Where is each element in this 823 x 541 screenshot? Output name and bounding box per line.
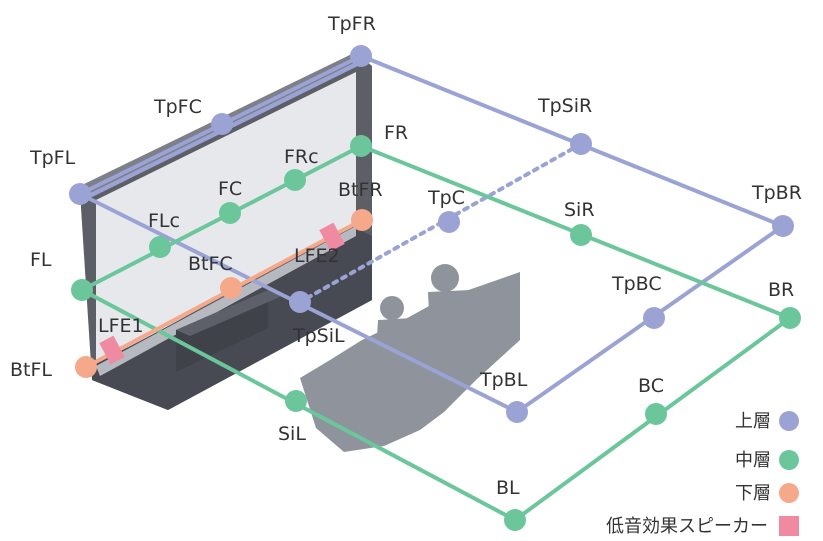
legend-upper-label: 上層 [735,411,771,432]
label-fr: FR [384,122,408,144]
legend-middle-dot [779,450,799,470]
label-btfl: BtFL [10,359,52,381]
speaker-flc [149,236,171,258]
speaker-br [779,307,801,329]
speaker-tpsil [289,291,311,313]
audience-silhouette [300,264,520,452]
label-tpbc: TpBC [611,273,662,295]
audience-head-1 [431,264,459,292]
speaker-bc [645,403,667,425]
speaker-btfc [220,277,242,299]
audience-body-2 [376,318,414,352]
speaker-tpfc [211,113,233,135]
legend: 上層 中層 下層 低音効果スピーカー [606,411,799,537]
label-flc: FLc [148,210,180,232]
label-frc: FRc [284,146,319,168]
audience-head-2 [380,296,404,320]
label-br: BR [768,279,794,301]
lfe-markers [99,222,345,365]
label-bc: BC [638,375,664,397]
speaker-fc [219,202,241,224]
speaker-tpfr [350,45,372,67]
speaker-sir [570,224,592,246]
label-sil: SiL [278,423,306,445]
speaker-frc [284,169,306,191]
label-tpsir: TpSiR [537,95,592,117]
label-tpfc: TpFC [153,96,202,118]
speaker-sil [285,390,307,412]
legend-lower-dot [779,483,799,503]
legend-upper-dot [779,411,799,431]
label-tpsil: TpSiL [292,325,345,347]
speaker-tpbr [772,215,794,237]
label-lfe1: LFE1 [98,315,144,337]
legend-lfe-marker [779,516,799,536]
speaker-fr [350,135,372,157]
legend-lower-label: 下層 [735,483,771,504]
label-fc: FC [218,178,242,200]
label-bl: BL [496,477,520,499]
label-tpfl: TpFL [29,147,76,169]
audience-body-1 [428,290,478,334]
label-sir: SiR [564,199,595,221]
speaker-dots [69,45,801,531]
speaker-tpbl [506,401,528,423]
label-tpbl: TpBL [479,369,528,391]
speaker-tpfl [69,183,91,205]
legend-middle-label: 中層 [735,450,771,471]
speaker-tpbc [643,307,665,329]
speaker-tpsir [570,133,592,155]
label-tpfr: TpFR [327,13,376,35]
label-fl: FL [30,249,52,271]
center-console-top [176,290,282,336]
speaker-tpc [438,211,460,233]
speaker-btfl [75,356,97,378]
label-btfr: BtFR [338,179,383,201]
label-tpbr: TpBR [751,182,802,204]
speaker-labels: TpFR TpFC TpFL TpSiR TpC TpBR TpBC TpSiL… [10,13,802,499]
speaker-fl [71,279,93,301]
screen-base-top [96,226,356,376]
lfe1-marker [99,335,125,365]
label-tpc: TpC [427,187,465,209]
label-btfc: BtFC [188,253,233,275]
legend-lfe-label: 低音効果スピーカー [606,516,768,537]
speaker-bl [504,509,526,531]
speaker-btfr [351,209,373,231]
lfe2-marker [319,222,345,252]
label-lfe2: LFE2 [294,245,340,267]
